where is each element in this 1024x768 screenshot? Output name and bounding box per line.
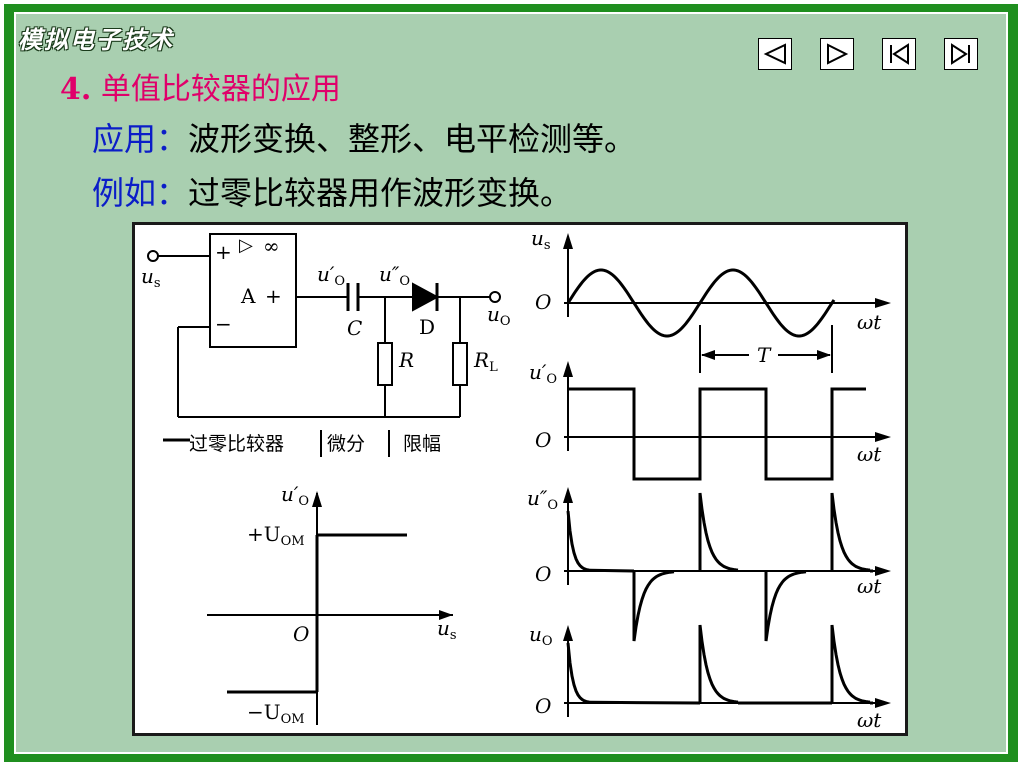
course-logo: 模拟电子技术 [18, 25, 174, 54]
circuit-labels: + − ▷ ∞ A + us u′O u″O C D R RL uO 过零比较器… [141, 234, 511, 455]
y-arrow-ch4 [563, 625, 573, 641]
figure-panel: + − ▷ ∞ A + us u′O u″O C D R RL uO 过零比较器… [132, 222, 908, 736]
opamp-infinity: ∞ [263, 234, 280, 258]
waveform-axes [563, 233, 891, 717]
navigation-bar [758, 38, 978, 70]
output-sign: + [265, 284, 282, 308]
last-button[interactable] [944, 38, 978, 70]
output-trace-head [566, 642, 701, 705]
prev-icon [763, 43, 786, 65]
stage-differentiator-label: 微分 [327, 433, 365, 455]
load-resistor-label: RL [473, 348, 498, 375]
next-button[interactable] [820, 38, 854, 70]
output-uo-label: uO [487, 302, 511, 329]
stage-limiter-label: 限幅 [403, 433, 441, 455]
sine-trace [566, 268, 836, 338]
x-arrow-ch3 [875, 566, 891, 576]
ch2-label: u′O [529, 360, 557, 387]
ch3-label: u″O [527, 486, 558, 513]
uo-prime-label: u′O [317, 262, 345, 289]
ch1-origin: O [535, 290, 551, 314]
output-spike-2 [830, 624, 871, 704]
diff-trace-head [566, 510, 635, 573]
square-trace [568, 387, 866, 481]
transfer-x-label: us [437, 616, 457, 643]
example-text: 过零比较器用作波形变换。 [188, 174, 573, 212]
application-text: 波形变换、整形、电平检测等。 [188, 120, 637, 158]
transfer-y-label: u′O [281, 482, 309, 509]
pos-level-label: +UOM [247, 522, 305, 549]
output-spike-1 [698, 624, 739, 704]
ch3-origin: O [535, 562, 551, 586]
diff-spike-pos-2 [830, 492, 871, 572]
example-line: 例如：过零比较器用作波形变换。 [92, 168, 572, 214]
application-label: 应用： [92, 120, 189, 158]
neg-level-label: −UOM [247, 700, 305, 727]
y-arrow-ch1 [563, 233, 573, 249]
transfer-characteristic [207, 491, 453, 725]
ch4-label: uO [529, 622, 553, 649]
diff-spike-pos-1 [698, 492, 739, 572]
waveform-traces [566, 268, 873, 705]
ch2-time: ωt [857, 442, 882, 466]
example-label: 例如： [92, 174, 189, 212]
uo-dprime-label: u″O [379, 262, 410, 289]
opamp-triangle: ▷ [239, 235, 253, 256]
ch1-time: ωt [857, 310, 882, 334]
last-icon [951, 43, 970, 65]
section-number: 4. [60, 72, 92, 107]
ch1-label: us [531, 226, 551, 253]
section-heading: 4. 单值比较器的应用 [60, 64, 341, 108]
diff-spike-neg-1 [632, 570, 675, 642]
ch2-origin: O [535, 428, 551, 452]
opamp-label: A [240, 284, 256, 308]
ch3-time: ωt [857, 574, 882, 598]
resistor-label: R [398, 348, 414, 372]
x-arrow-ch1 [875, 298, 891, 308]
figure-canvas: + − ▷ ∞ A + us u′O u″O C D R RL uO 过零比较器… [141, 226, 891, 732]
stage-comparator-label: 过零比较器 [189, 433, 284, 455]
application-line: 应用：波形变换、整形、电平检测等。 [92, 114, 636, 160]
next-icon [827, 43, 849, 65]
x-arrow-ch2 [875, 432, 891, 442]
period-label: T [757, 343, 772, 367]
prev-button[interactable] [758, 38, 792, 70]
transfer-labels: u′O +UOM −UOM O us [247, 482, 457, 727]
y-arrow-ch2 [563, 361, 573, 377]
first-button[interactable] [882, 38, 916, 70]
inv-input-sign: − [215, 312, 232, 336]
diode-label: D [419, 315, 435, 339]
period-marker [699, 325, 833, 373]
transfer-origin: O [293, 622, 309, 646]
input-us-label: us [141, 264, 161, 291]
ch4-origin: O [535, 694, 551, 718]
diff-spike-neg-2 [764, 570, 807, 642]
y-arrow-ch3 [563, 487, 573, 503]
noninv-input-sign: + [215, 240, 232, 264]
ch4-time: ωt [857, 708, 882, 732]
first-icon [890, 43, 909, 65]
x-arrow-ch4 [875, 698, 891, 708]
waveform-labels: us O ωt u′O O ωt u″O O ωt uO O ωt T [527, 226, 882, 732]
circuit-diagram [147, 233, 501, 457]
capacitor-label: C [347, 316, 362, 340]
section-title: 单值比较器的应用 [100, 72, 341, 107]
